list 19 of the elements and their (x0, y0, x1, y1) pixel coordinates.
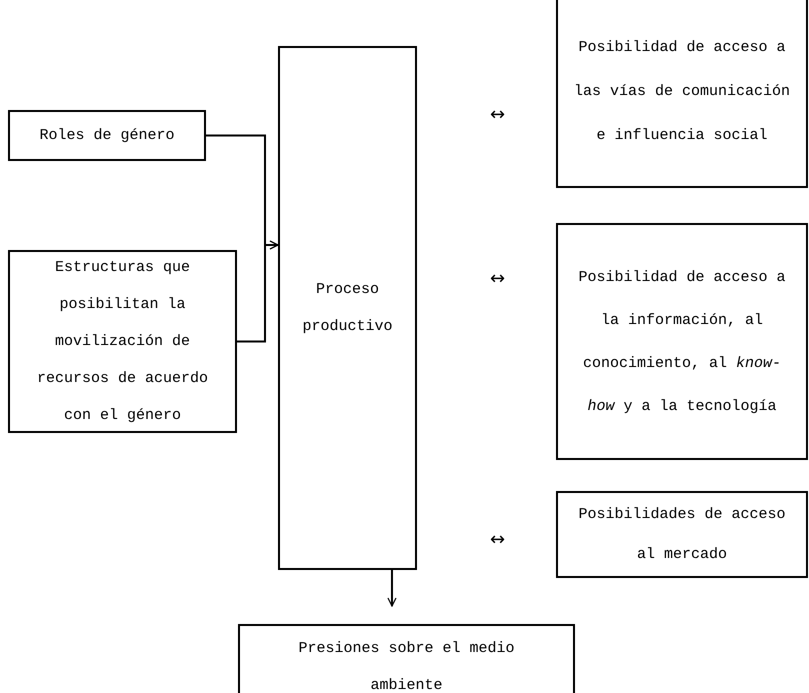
process-box (556, 491, 808, 578)
process-box (8, 110, 206, 161)
double-arrow-symbol: ↔ (490, 269, 506, 289)
box-text: Proceso productivo (301, 280, 394, 337)
arrow (387, 570, 397, 607)
box-text: Roles de género (39, 126, 175, 146)
process-box (556, 223, 808, 460)
box-text: Presiones sobre el medio ambiente (297, 639, 516, 693)
double-arrow-symbol: ↔ (490, 530, 506, 550)
box-text: Posibilidad de acceso a las vías de comunicación e influencia social (572, 38, 792, 146)
process-box (556, 0, 808, 188)
box-text: Posibilidad de acceso a la información, al conocimiento, al know-how y a la tecnología (577, 268, 787, 416)
double-arrow-symbol: ↔ (490, 105, 506, 125)
process-box (8, 250, 237, 433)
arrow (237, 240, 279, 342)
box-text: Posibilidades de acceso al mercado (577, 504, 787, 564)
process-box (278, 46, 417, 570)
box-text: Estructuras que posibilitan la movilización de recursos de acuerdo con el género (36, 258, 210, 426)
process-box (238, 624, 575, 693)
